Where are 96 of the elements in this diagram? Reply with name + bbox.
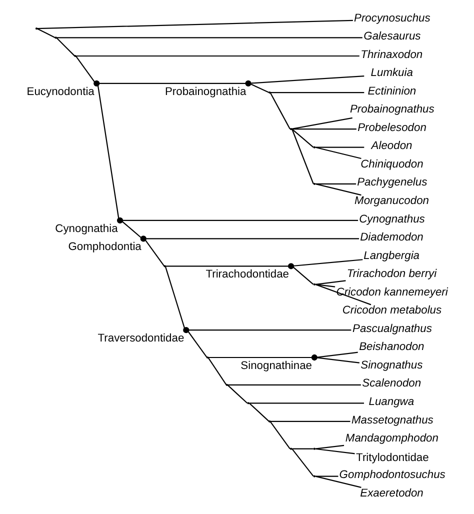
- node-text: Lumkuia: [370, 67, 412, 80]
- node-text: Cricodon metabolus: [342, 304, 442, 317]
- node-text: Sinognathus: [360, 359, 422, 372]
- node-text: Beishanodon: [358, 341, 424, 354]
- connector: [315, 476, 338, 477]
- connector: [122, 221, 141, 238]
- node-text: Thrinaxodon: [360, 48, 422, 61]
- connector: [314, 476, 361, 488]
- node-text: Diademodon: [360, 232, 423, 244]
- node-text: Cricodon kannemeyeri: [336, 286, 448, 298]
- connector: [314, 444, 344, 450]
- node-label: Sinognathinae: [240, 360, 312, 372]
- connector: [314, 280, 346, 285]
- node-text: Luangwa: [368, 396, 414, 408]
- connector: [165, 266, 288, 267]
- node-text: Galesaurus: [363, 30, 420, 43]
- node-text: Procynosuchus: [354, 12, 430, 24]
- node-text: Scalenodon: [362, 378, 421, 390]
- node-label: Traversodontidae: [97, 332, 184, 345]
- connector: [291, 117, 352, 130]
- node-point: [312, 182, 315, 185]
- connector: [315, 146, 364, 148]
- connector: [270, 420, 350, 422]
- node-text: Pascualgnathus: [352, 322, 432, 335]
- node-dot: [182, 327, 189, 334]
- connector: [146, 238, 359, 240]
- node-point: [289, 128, 292, 130]
- node-dot: [310, 354, 317, 361]
- node-point: [268, 92, 270, 94]
- node-text: Probelesodon: [357, 122, 426, 134]
- node-text: Aleodon: [370, 140, 412, 152]
- connector: [269, 421, 290, 450]
- connector: [314, 284, 335, 288]
- connector: [96, 86, 119, 218]
- node-point: [312, 475, 315, 478]
- connector: [269, 92, 290, 130]
- node-label: Probainognathia: [164, 86, 246, 98]
- node-point: [312, 448, 315, 450]
- connector: [316, 357, 359, 364]
- node-text: Morganucodon: [354, 195, 428, 208]
- node-text: Langbergia: [363, 250, 420, 262]
- connector: [314, 183, 361, 196]
- node-text: Ectininion: [367, 85, 416, 98]
- node-dot: [93, 80, 100, 86]
- connector: [250, 75, 364, 84]
- connector: [314, 448, 354, 454]
- connector: [248, 402, 269, 422]
- connector: [291, 128, 356, 130]
- node-text: Chiniquodon: [360, 158, 423, 170]
- node-label: Eucynodontia: [26, 86, 94, 98]
- connector: [208, 356, 312, 358]
- connector: [226, 384, 248, 404]
- node-label: Cynognathia: [54, 222, 118, 235]
- connector: [76, 55, 359, 57]
- connector: [56, 37, 362, 38]
- node-text: Gomphodontosuchus: [338, 469, 445, 482]
- node-label: Trirachodontidae: [205, 268, 289, 281]
- connector: [270, 92, 364, 94]
- node-point: [34, 28, 38, 30]
- node-text: Mandagomphodon: [344, 432, 438, 445]
- node-point: [268, 420, 270, 422]
- connector: [98, 82, 246, 84]
- connector: [293, 259, 362, 266]
- node-dot: [140, 236, 146, 242]
- connector: [122, 220, 358, 222]
- node-point: [246, 402, 249, 404]
- node-dot: [116, 217, 123, 224]
- connector: [188, 330, 351, 331]
- connector: [314, 284, 371, 306]
- node-text: Pachygenelus: [356, 176, 427, 189]
- connector: [291, 448, 314, 477]
- connector: [291, 128, 314, 148]
- connector: [292, 448, 313, 450]
- node-point: [289, 448, 292, 450]
- connector: [248, 402, 364, 404]
- connector: [36, 20, 352, 30]
- node-point: [206, 356, 208, 359]
- node-point: [312, 146, 315, 148]
- node-text: Probainognathus: [349, 104, 434, 116]
- node-point: [312, 283, 315, 286]
- connector: [315, 183, 356, 184]
- connector: [314, 146, 361, 160]
- connector: [188, 332, 207, 358]
- node-label: Gomphodontia: [68, 241, 141, 254]
- connector: [250, 84, 269, 93]
- connector: [292, 266, 314, 285]
- connector: [291, 129, 314, 184]
- node-text: Cynognathus: [358, 213, 424, 226]
- node-text: Tritylodontidae: [356, 452, 428, 464]
- connector: [316, 352, 358, 358]
- node-text: Massetognathus: [351, 414, 433, 426]
- connector: [227, 384, 360, 386]
- node-text: Trirachodon berryi: [346, 268, 436, 280]
- node-dot: [287, 263, 294, 270]
- node-dot: [244, 80, 251, 86]
- node-text: Exaeretodon: [360, 487, 423, 500]
